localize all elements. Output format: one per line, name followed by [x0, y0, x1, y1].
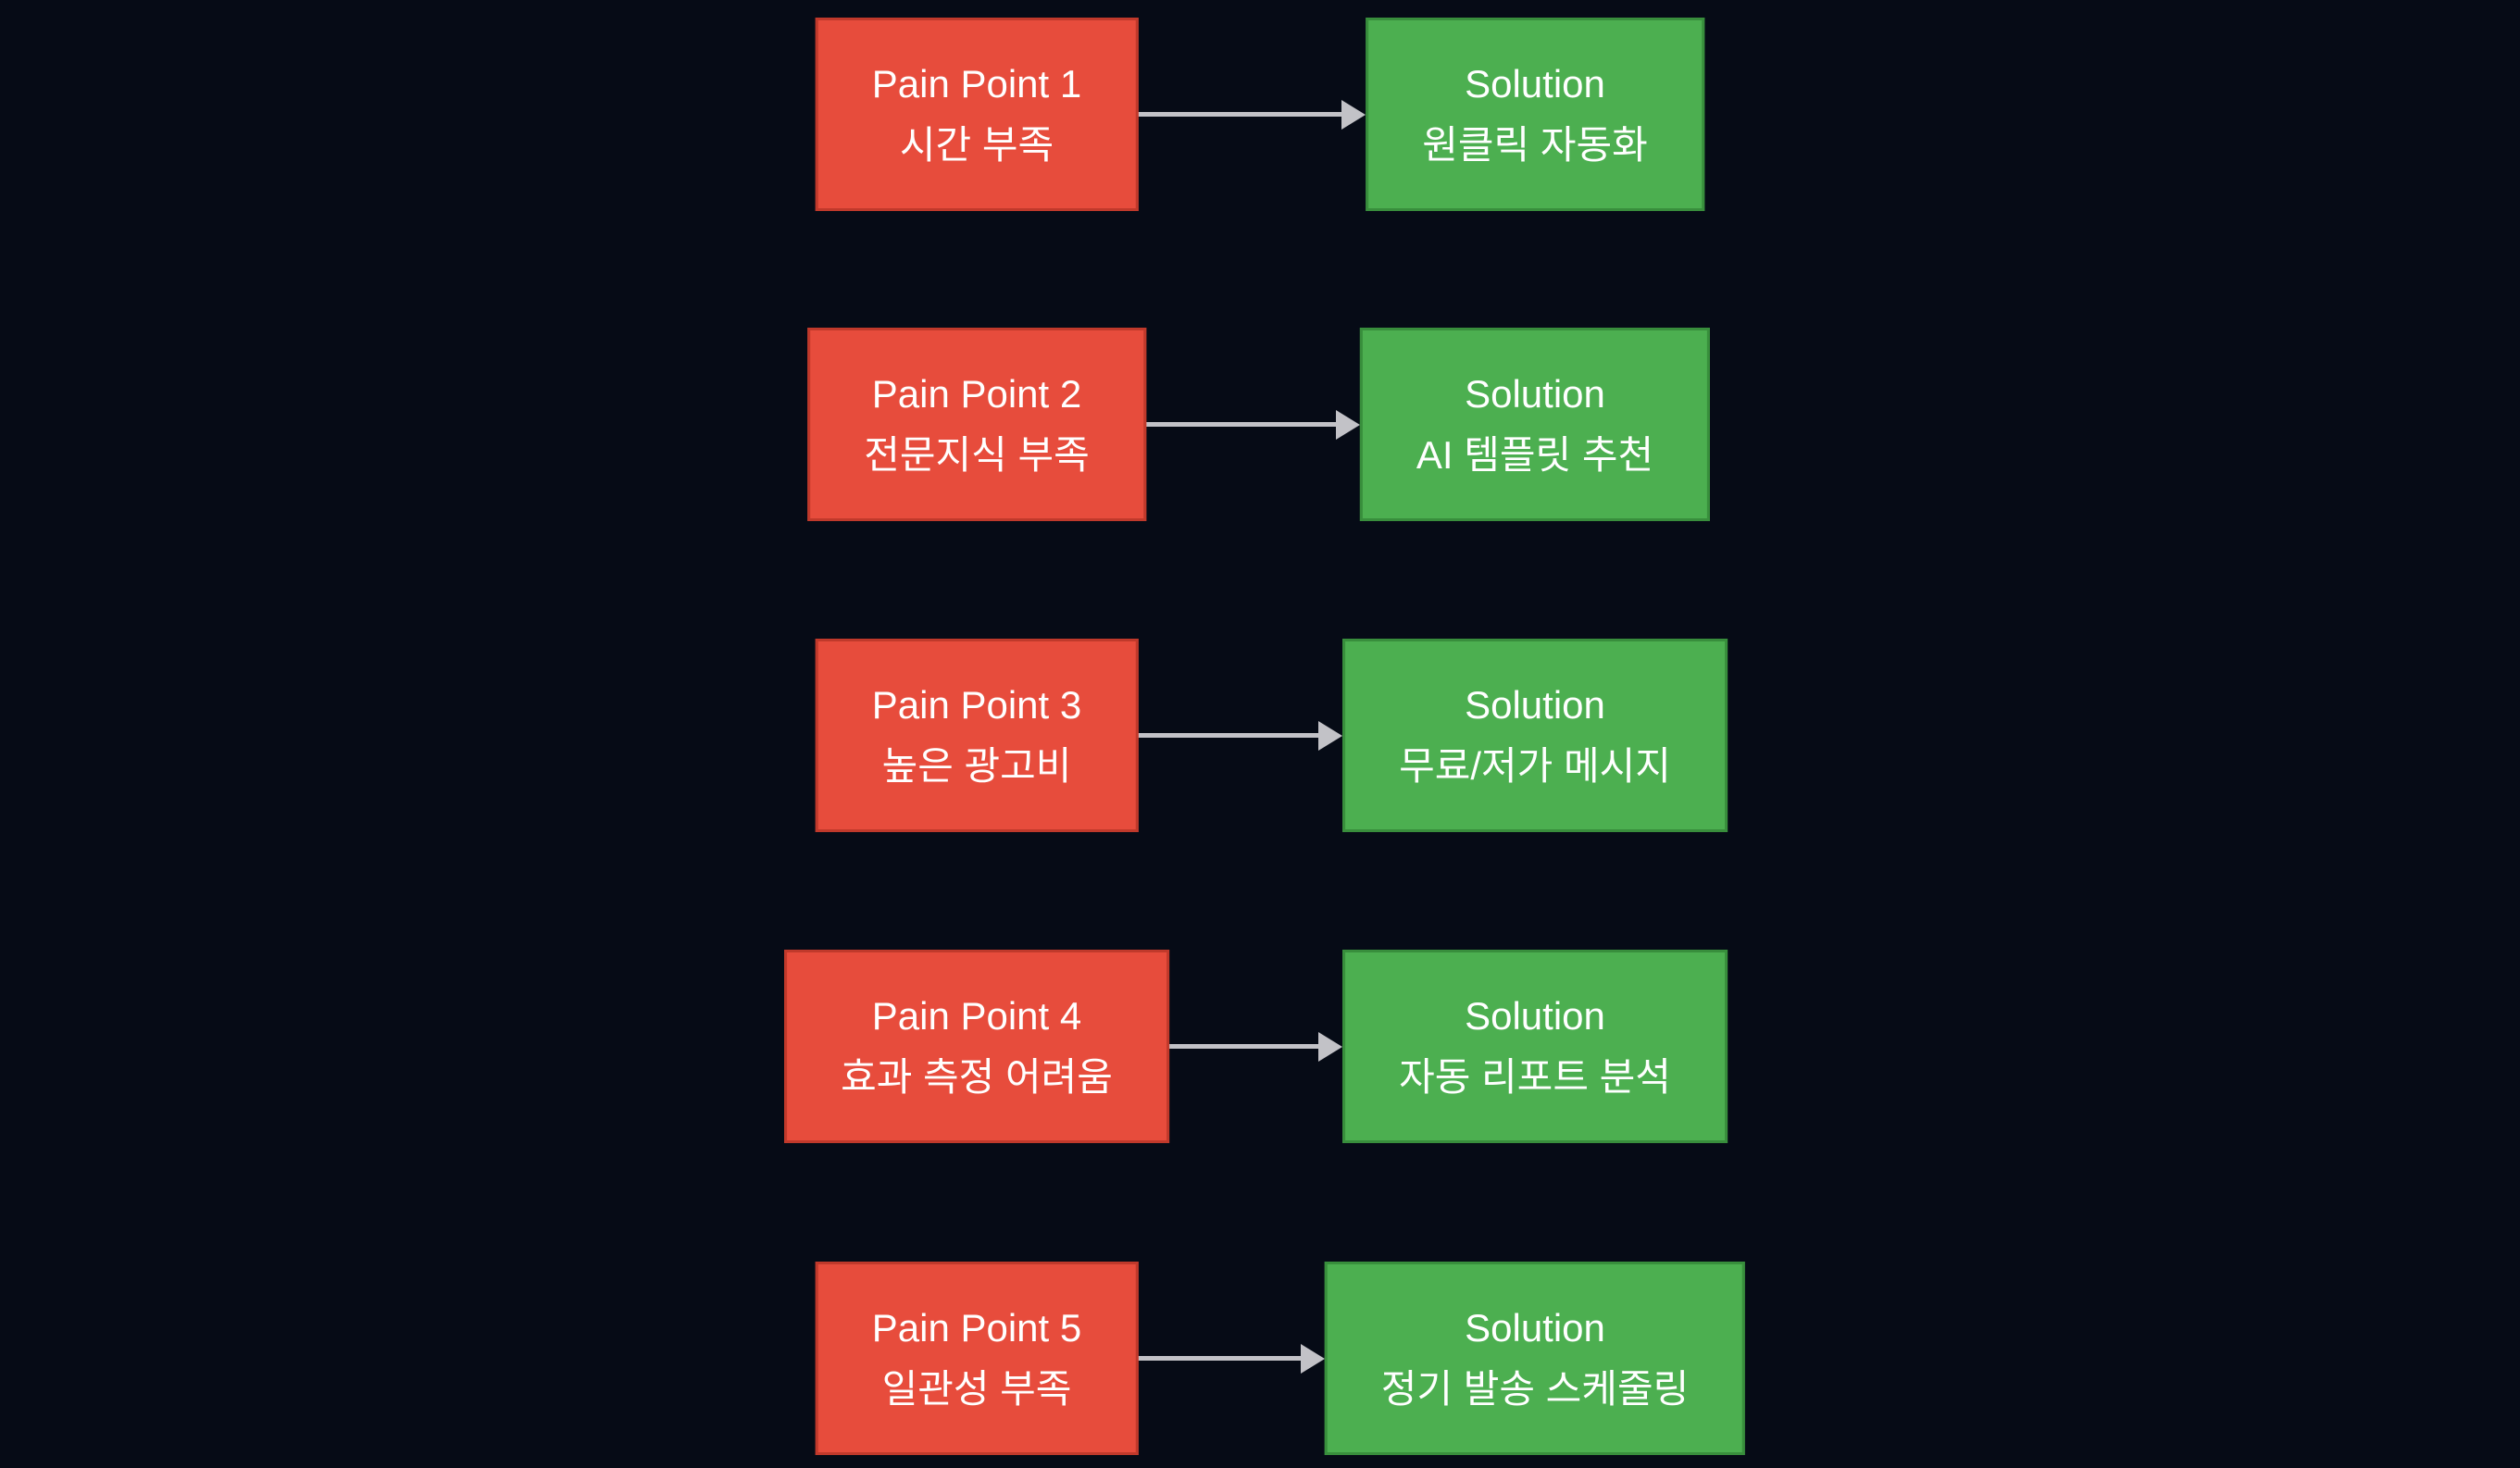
solution-subtitle: 무료/저가 메시지 — [1399, 743, 1671, 788]
solution-title: Solution — [1465, 993, 1605, 1038]
arrow-connector — [1168, 1031, 1343, 1062]
solution-3-box: Solution 무료/저가 메시지 — [1342, 639, 1728, 832]
solution-subtitle: 자동 리포트 분석 — [1399, 1054, 1671, 1099]
arrow-connector — [1138, 720, 1343, 751]
pain-point-5-box: Pain Point 5 일관성 부족 — [815, 1262, 1139, 1455]
pain-point-1-box: Pain Point 1 시간 부족 — [815, 18, 1139, 211]
solution-title: Solution — [1465, 1305, 1605, 1350]
pain-point-title: Pain Point 1 — [871, 61, 1082, 106]
arrow-connector — [1145, 409, 1360, 440]
flow-row-3: Pain Point 3 높은 광고비 Solution 무료/저가 메시지 — [0, 639, 2520, 832]
solution-title: Solution — [1465, 682, 1605, 727]
arrow-shaft — [1168, 1044, 1319, 1049]
arrow-shaft — [1138, 733, 1319, 738]
solution-5-box: Solution 정기 발송 스케줄링 — [1324, 1262, 1746, 1455]
pain-point-title: Pain Point 4 — [871, 993, 1082, 1038]
solution-title: Solution — [1465, 61, 1605, 106]
pain-point-title: Pain Point 5 — [871, 1305, 1082, 1350]
pain-point-subtitle: 시간 부족 — [899, 122, 1054, 167]
flow-row-5: Pain Point 5 일관성 부족 Solution 정기 발송 스케줄링 — [0, 1262, 2520, 1455]
pain-point-subtitle: 전문지식 부족 — [864, 432, 1090, 477]
flow-row-4: Pain Point 4 효과 측정 어려움 Solution 자동 리포트 분… — [0, 950, 2520, 1143]
solution-2-box: Solution AI 템플릿 추천 — [1359, 328, 1711, 521]
pain-point-title: Pain Point 2 — [871, 371, 1082, 416]
pain-point-3-box: Pain Point 3 높은 광고비 — [815, 639, 1139, 832]
solution-title: Solution — [1465, 371, 1605, 416]
arrow-connector — [1138, 99, 1366, 130]
pain-point-subtitle: 일관성 부족 — [881, 1366, 1072, 1411]
pain-point-subtitle: 효과 측정 어려움 — [841, 1054, 1113, 1099]
flow-row-1: Pain Point 1 시간 부족 Solution 원클릭 자동화 — [0, 18, 2520, 211]
arrow-shaft — [1138, 112, 1342, 117]
arrow-shaft — [1145, 422, 1336, 427]
solution-subtitle: AI 템플릿 추천 — [1416, 432, 1654, 477]
pain-point-subtitle: 높은 광고비 — [881, 743, 1072, 788]
pain-point-2-box: Pain Point 2 전문지식 부족 — [807, 328, 1146, 521]
arrow-head-icon — [1300, 1343, 1325, 1374]
arrow-head-icon — [1318, 720, 1343, 751]
flow-row-2: Pain Point 2 전문지식 부족 Solution AI 템플릿 추천 — [0, 328, 2520, 521]
arrow-head-icon — [1318, 1031, 1343, 1062]
solution-subtitle: 정기 발송 스케줄링 — [1380, 1366, 1690, 1411]
arrow-head-icon — [1335, 409, 1360, 440]
arrow-shaft — [1138, 1356, 1301, 1361]
pain-point-title: Pain Point 3 — [871, 682, 1082, 727]
arrow-connector — [1138, 1343, 1325, 1374]
arrow-head-icon — [1341, 99, 1366, 130]
solution-1-box: Solution 원클릭 자동화 — [1366, 18, 1704, 211]
solution-4-box: Solution 자동 리포트 분석 — [1342, 950, 1728, 1143]
solution-subtitle: 원클릭 자동화 — [1422, 122, 1648, 167]
pain-point-4-box: Pain Point 4 효과 측정 어려움 — [784, 950, 1169, 1143]
